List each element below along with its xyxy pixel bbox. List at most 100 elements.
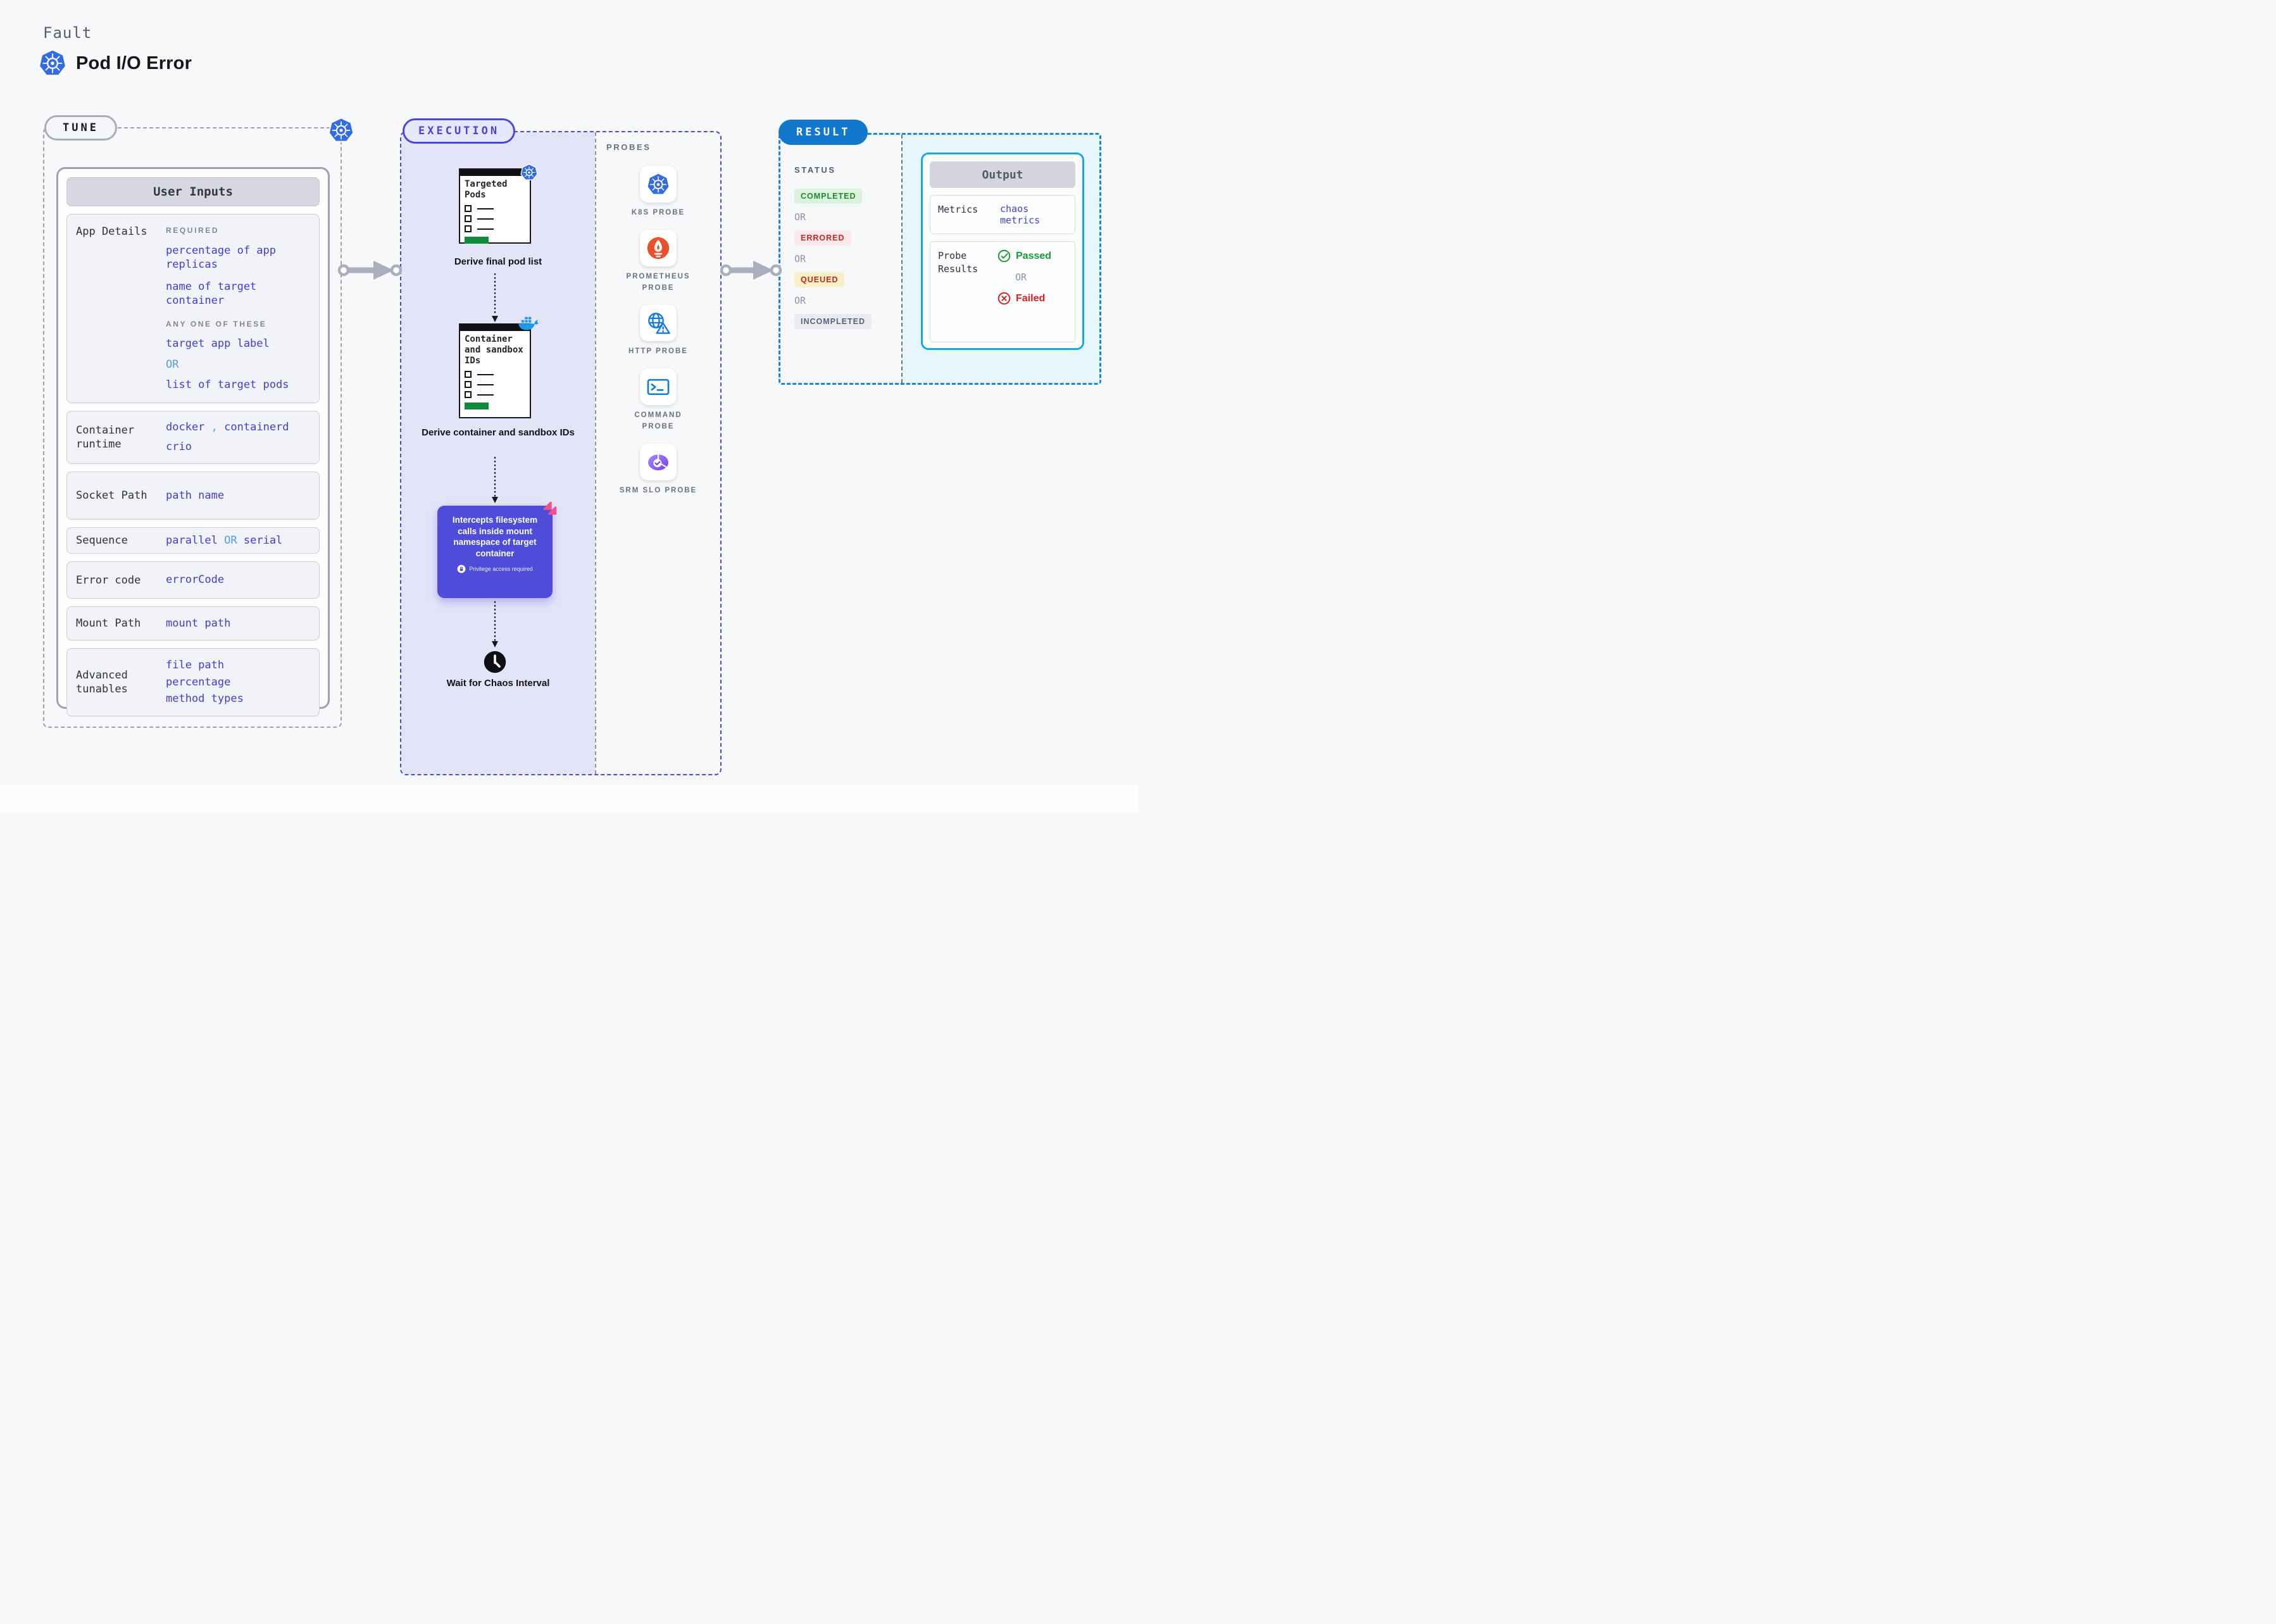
probes-heading: PROBES bbox=[606, 142, 651, 152]
privilege-note: Privilege access required bbox=[444, 565, 546, 573]
page-title-row: Pod I/O Error bbox=[38, 48, 192, 78]
row-label: Container runtime bbox=[76, 423, 135, 451]
status-list: COMPLETED OR ERRORED OR QUEUED OR INCOMP… bbox=[794, 189, 901, 329]
flow-connector bbox=[492, 273, 498, 322]
comma: , bbox=[211, 420, 218, 434]
step-caption: Derive final pod list bbox=[454, 256, 542, 267]
card-titlebar bbox=[460, 325, 530, 331]
status-badge: INCOMPLETED bbox=[794, 314, 872, 329]
list-line bbox=[477, 373, 494, 375]
metrics-row: Metrics chaos metrics bbox=[930, 195, 1075, 234]
probes-column: PROBES K8S PROBE PROMETHEUS PROBE HTTP P… bbox=[595, 132, 720, 774]
bottom-strip bbox=[0, 785, 1138, 812]
required-item: name of target container bbox=[166, 280, 257, 308]
intercept-text: Intercepts filesystem calls inside mount… bbox=[452, 515, 538, 558]
row-mount-path: Mount Path mount path bbox=[66, 606, 320, 641]
probe-item: PROMETHEUS PROBE bbox=[618, 229, 699, 294]
flow-connector bbox=[492, 601, 498, 647]
any-one-heading: ANY ONE OF THESE bbox=[166, 319, 267, 328]
fault-eyebrow: Fault bbox=[43, 24, 92, 42]
container-sandbox-ids-card: Container and sandbox IDs bbox=[459, 323, 531, 418]
step-caption: Derive container and sandbox IDs bbox=[422, 427, 575, 438]
execution-badge: EXECUTION bbox=[403, 118, 516, 144]
status-badge: ERRORED bbox=[794, 230, 851, 246]
or-text: OR bbox=[794, 211, 806, 223]
status-badge: QUEUED bbox=[794, 272, 845, 287]
checkbox-icon bbox=[465, 205, 472, 213]
probe-icon-card bbox=[640, 229, 677, 266]
kubernetes-icon bbox=[38, 48, 67, 78]
row-value: path name bbox=[166, 489, 225, 502]
probe-icon-card bbox=[640, 443, 677, 480]
execution-section-box: Targeted Pods Derive final pod list Cont… bbox=[400, 131, 722, 775]
output-title: Output bbox=[930, 161, 1075, 188]
or-text: OR bbox=[224, 534, 237, 547]
checkbox-row bbox=[460, 225, 530, 233]
row-socket-path: Socket Path path name bbox=[66, 471, 320, 520]
kubernetes-icon bbox=[328, 116, 354, 144]
probe-item: COMMAND PROBE bbox=[618, 368, 699, 433]
x-circle-icon bbox=[997, 292, 1011, 305]
row-label: Error code bbox=[76, 573, 141, 587]
probe-icon-card bbox=[640, 304, 677, 342]
or-text: OR bbox=[166, 358, 179, 371]
output-zone: Output Metrics chaos metrics Probe Resul… bbox=[903, 135, 1099, 383]
check-circle-icon bbox=[997, 249, 1011, 263]
any-item: list of target pods bbox=[166, 378, 289, 392]
tunable-value: file path bbox=[166, 659, 225, 672]
runtime-values: docker , containerd bbox=[166, 420, 289, 434]
required-heading: REQUIRED bbox=[166, 226, 220, 235]
card-title: Targeted Pods bbox=[465, 179, 508, 201]
tunable-value: percentage bbox=[166, 675, 231, 689]
row-label: Sequence bbox=[76, 534, 128, 547]
card-titlebar bbox=[460, 170, 530, 176]
tune-badge: TUNE bbox=[44, 115, 117, 141]
probe-list: K8S PROBE PROMETHEUS PROBE HTTP PROBE CO… bbox=[596, 166, 720, 497]
passed-text: Passed bbox=[1016, 250, 1052, 261]
card-title: Container and sandbox IDs bbox=[465, 334, 523, 366]
step-caption: Wait for Chaos Interval bbox=[446, 678, 550, 689]
checkbox-icon bbox=[465, 391, 472, 399]
metrics-label: Metrics bbox=[938, 204, 979, 215]
user-inputs-rows: App Details REQUIRED percentage of app r… bbox=[66, 214, 320, 716]
row-error-code: Error code errorCode bbox=[66, 561, 320, 599]
globe-warning-icon bbox=[646, 311, 671, 335]
progress-bar bbox=[465, 237, 489, 244]
checkbox-row bbox=[460, 381, 530, 389]
probes-to-result-arrow bbox=[720, 261, 782, 280]
probe-label: HTTP PROBE bbox=[628, 347, 688, 356]
intercept-step-box: Intercepts filesystem calls inside mount… bbox=[437, 506, 553, 598]
prometheus-icon bbox=[646, 236, 670, 260]
row-value: errorCode bbox=[166, 573, 225, 587]
any-item: target app label bbox=[166, 337, 270, 351]
kubernetes-icon bbox=[520, 163, 538, 182]
row-values: REQUIRED percentage of app replicas name… bbox=[166, 225, 310, 392]
row-label: App Details bbox=[76, 225, 147, 238]
status-heading: STATUS bbox=[794, 165, 836, 175]
lock-icon bbox=[457, 565, 466, 573]
or-text: OR bbox=[794, 253, 806, 265]
row-value: parallel OR serial bbox=[166, 534, 283, 547]
probe-item: K8S PROBE bbox=[618, 166, 699, 219]
probe-results-row: Probe Results Passed OR Failed bbox=[930, 241, 1075, 342]
output-card: Output Metrics chaos metrics Probe Resul… bbox=[921, 153, 1084, 350]
row-container-runtime: Container runtime docker , containerd cr… bbox=[66, 410, 320, 464]
result-badge: RESULT bbox=[778, 120, 868, 145]
probe-icon-card bbox=[640, 368, 677, 406]
spacer bbox=[166, 308, 310, 320]
row-label: Socket Path bbox=[76, 489, 147, 502]
user-inputs-panel: User Inputs App Details REQUIRED percent… bbox=[56, 167, 330, 716]
row-label: Advanced tunables bbox=[76, 668, 128, 696]
list-line bbox=[477, 384, 494, 385]
probe-results-label: Probe Results bbox=[938, 250, 979, 275]
probe-label: SRM SLO PROBE bbox=[619, 486, 697, 494]
probe-label: PROMETHEUS PROBE bbox=[626, 272, 691, 292]
checkbox-icon bbox=[465, 215, 472, 223]
probe-label: K8S PROBE bbox=[631, 209, 685, 216]
list-line bbox=[477, 394, 494, 396]
status-column: STATUS COMPLETED OR ERRORED OR QUEUED OR… bbox=[780, 135, 903, 383]
metrics-value: chaos metrics bbox=[1000, 203, 1041, 226]
checkbox-icon bbox=[465, 225, 472, 233]
row-value: mount path bbox=[166, 616, 231, 630]
pie-check-icon bbox=[646, 450, 670, 474]
